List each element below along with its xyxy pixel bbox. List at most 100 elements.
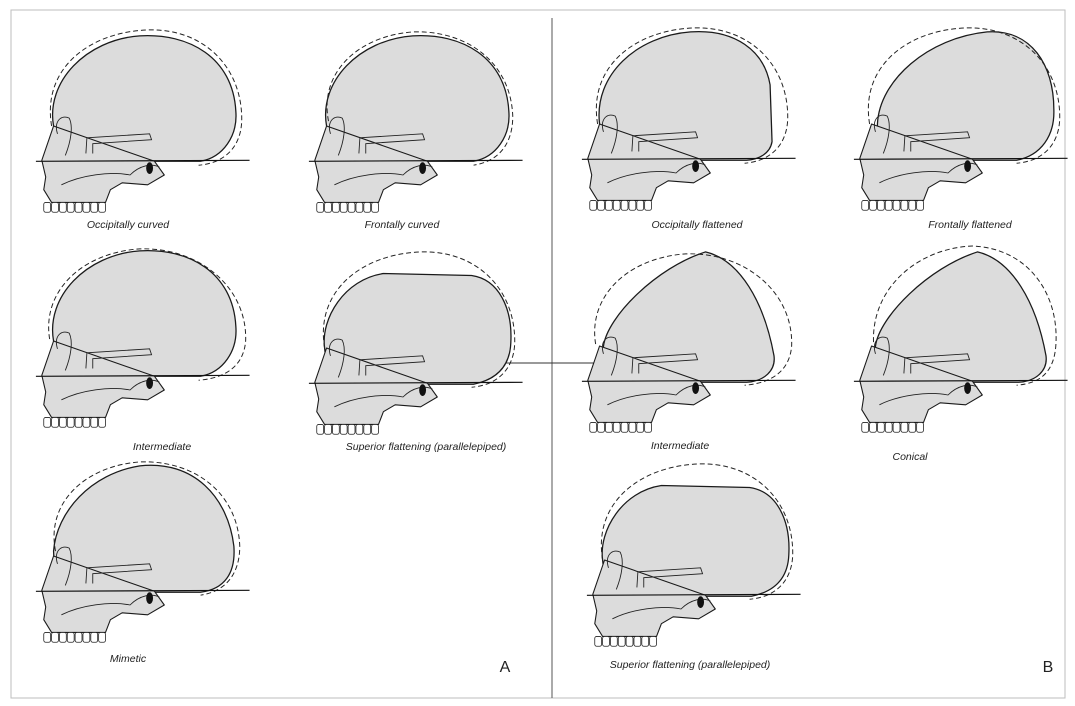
tooth	[870, 422, 877, 432]
panel-letter-a: A	[500, 659, 511, 676]
skull-figure	[36, 30, 250, 212]
tooth	[877, 422, 884, 432]
tooth	[862, 200, 869, 210]
skull-figure	[309, 252, 523, 434]
tooth	[893, 200, 900, 210]
tooth	[613, 422, 620, 432]
tooth	[83, 202, 90, 212]
tooth	[372, 424, 379, 434]
tooth	[917, 422, 924, 432]
tooth	[645, 200, 652, 210]
tooth	[59, 632, 66, 642]
tooth	[605, 200, 612, 210]
tooth	[877, 200, 884, 210]
tooth	[75, 632, 82, 642]
tooth	[642, 636, 649, 646]
tooth	[91, 632, 98, 642]
tooth	[52, 632, 59, 642]
skull-caption: Frontally curved	[365, 219, 441, 231]
ear-opening	[146, 377, 153, 389]
skull-caption: Intermediate	[651, 440, 710, 452]
tooth	[325, 202, 332, 212]
skull-caption: Mimetic	[110, 653, 147, 665]
tooth	[52, 417, 59, 427]
tooth	[348, 424, 355, 434]
ear-opening	[692, 160, 699, 172]
ear-opening	[697, 596, 704, 608]
tooth	[340, 202, 347, 212]
panel-letter-b: B	[1043, 659, 1054, 676]
tooth	[618, 636, 625, 646]
skull-caption: Superior flattening (parallelepiped)	[346, 441, 507, 453]
tooth	[634, 636, 641, 646]
tooth	[621, 422, 628, 432]
tooth	[901, 200, 908, 210]
tooth	[59, 417, 66, 427]
tooth	[598, 422, 605, 432]
ear-opening	[419, 162, 426, 174]
tooth	[590, 422, 597, 432]
skull-caption: Conical	[892, 451, 928, 463]
tooth	[862, 422, 869, 432]
tooth	[340, 424, 347, 434]
tooth	[372, 202, 379, 212]
tooth	[909, 200, 916, 210]
tooth	[67, 202, 74, 212]
tooth	[621, 200, 628, 210]
tooth	[83, 417, 90, 427]
tooth	[598, 200, 605, 210]
skull-figure	[587, 464, 801, 646]
tooth	[590, 200, 597, 210]
tooth	[67, 632, 74, 642]
tooth	[364, 424, 371, 434]
tooth	[99, 632, 106, 642]
skull-caption: Intermediate	[133, 441, 192, 453]
ear-opening	[146, 592, 153, 604]
tooth	[356, 202, 363, 212]
tooth	[610, 636, 617, 646]
skull-caption: Frontally flattened	[928, 219, 1013, 231]
tooth	[645, 422, 652, 432]
tooth	[893, 422, 900, 432]
tooth	[629, 200, 636, 210]
tooth	[44, 632, 51, 642]
tooth	[356, 424, 363, 434]
tooth	[629, 422, 636, 432]
skull-caption: Superior flattening (parallelepiped)	[610, 659, 771, 671]
skull-figure	[582, 252, 796, 432]
tooth	[637, 422, 644, 432]
tooth	[626, 636, 633, 646]
ear-opening	[964, 160, 971, 172]
tooth	[909, 422, 916, 432]
tooth	[332, 424, 339, 434]
tooth	[885, 200, 892, 210]
tooth	[317, 202, 324, 212]
ear-opening	[692, 382, 699, 394]
tooth	[885, 422, 892, 432]
skull-captions: Occipitally curvedFrontally curvedInterm…	[87, 219, 1013, 671]
tooth	[332, 202, 339, 212]
tooth	[91, 417, 98, 427]
skull-figure	[36, 249, 250, 427]
tooth	[917, 200, 924, 210]
tooth	[67, 417, 74, 427]
tooth	[99, 417, 106, 427]
ear-opening	[419, 384, 426, 396]
skull-figure	[36, 462, 250, 642]
skull-figure	[582, 28, 796, 210]
tooth	[364, 202, 371, 212]
tooth	[75, 202, 82, 212]
tooth	[870, 200, 877, 210]
tooth	[603, 636, 610, 646]
tooth	[637, 200, 644, 210]
skull-figure	[309, 32, 523, 212]
tooth	[44, 202, 51, 212]
tooth	[901, 422, 908, 432]
ear-opening	[146, 162, 153, 174]
ear-opening	[964, 382, 971, 394]
tooth	[650, 636, 657, 646]
tooth	[52, 202, 59, 212]
tooth	[99, 202, 106, 212]
tooth	[44, 417, 51, 427]
